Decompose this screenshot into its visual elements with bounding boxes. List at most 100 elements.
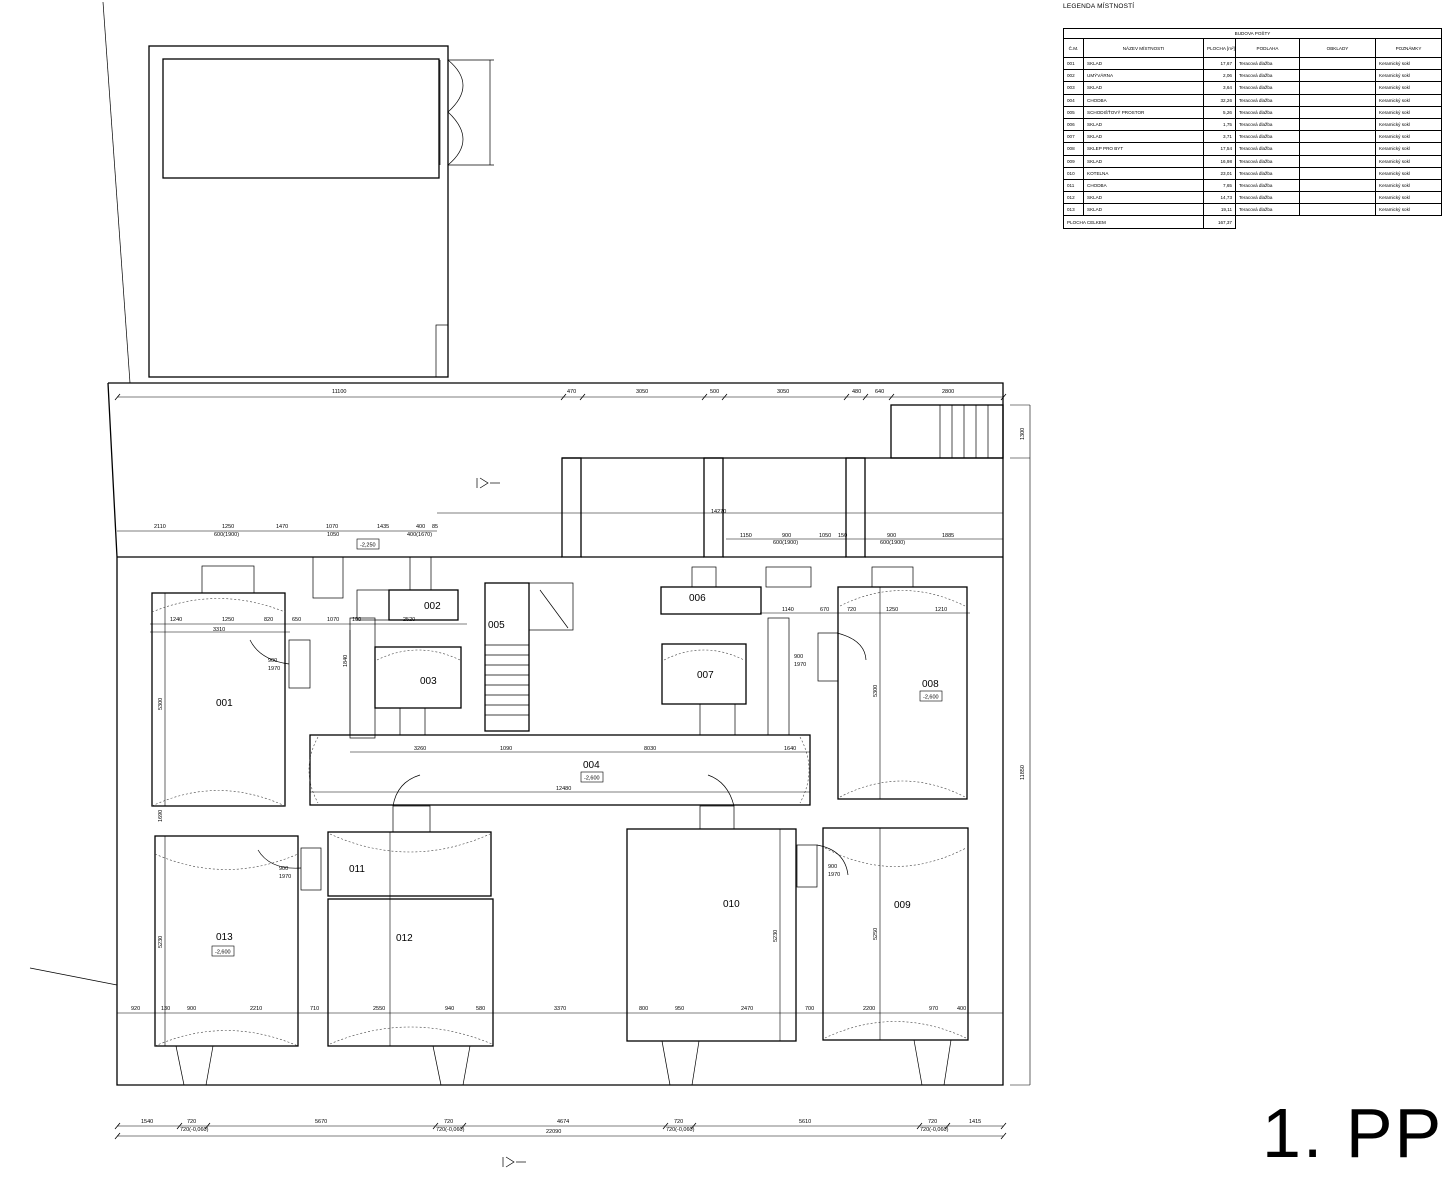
legend-cell-num: 002 <box>1063 69 1084 83</box>
dim-text: 400(1670) <box>407 532 432 538</box>
dim-text: 1300 <box>1020 428 1026 440</box>
legend-cell-floor: Teracová dlažba <box>1235 154 1300 168</box>
dim-text: 1970 <box>794 662 806 668</box>
dim-text: 5250 <box>873 928 879 940</box>
dim-text: 670 <box>820 607 829 613</box>
corridor-004 <box>308 734 811 806</box>
dim-text: 5300 <box>873 685 879 697</box>
dim-text: 1090 <box>500 746 512 752</box>
legend-cell-tiles <box>1299 191 1376 205</box>
legend-cell-area: 2,06 <box>1203 69 1236 83</box>
legend-cell-area: 17,67 <box>1203 56 1236 71</box>
legend-cell-name: SKLAD <box>1083 154 1204 168</box>
section-markers <box>476 477 526 1168</box>
dim-text: 900 <box>828 864 837 870</box>
dim-text: 11100 <box>332 389 346 395</box>
building-outline <box>107 382 1004 1086</box>
legend-cell-area: 19,11 <box>1203 203 1236 217</box>
legend-cell-note: Keramický sokl <box>1375 93 1442 107</box>
dim-text: 85 <box>432 524 438 530</box>
legend-cell-tiles <box>1299 69 1376 83</box>
legend-cell-name: SCHODIŠŤOVÝ PROSTOR <box>1083 105 1204 119</box>
legend-cell-note: Keramický sokl <box>1375 56 1442 71</box>
legend-cell-tiles <box>1299 130 1376 144</box>
garage-outline <box>148 45 494 378</box>
dim-text: 900 <box>187 1006 196 1012</box>
legend-cell-tiles <box>1299 166 1376 180</box>
legend-cell-num: 004 <box>1063 93 1084 107</box>
room-008 <box>837 586 968 800</box>
room-label-006: 006 <box>689 593 706 604</box>
dim-text: 400 <box>957 1006 966 1012</box>
room-label-002: 002 <box>424 601 441 612</box>
legend-cell-num: 013 <box>1063 203 1084 217</box>
dim-text: 1970 <box>828 872 840 878</box>
room-label-003: 003 <box>420 676 437 687</box>
room-label-009: 009 <box>894 900 911 911</box>
dim-text: 580 <box>476 1006 485 1012</box>
dim-text: 720 <box>847 607 856 613</box>
dim-text: 1640 <box>784 746 796 752</box>
dim-text: 3310 <box>213 627 225 633</box>
room-labels: 001 002 003 004 005 006 007 008 009 010 … <box>216 593 939 944</box>
dim-text: 600(1900) <box>880 540 905 546</box>
legend-total-value: 167,37 <box>1203 215 1236 229</box>
dim-text: 900 <box>782 533 791 539</box>
legend-cell-tiles <box>1299 117 1376 132</box>
legend-cell-floor: Teracová dlažba <box>1235 142 1300 156</box>
legend-header: PODLAHA <box>1235 38 1300 58</box>
room-label-004: 004 <box>583 760 600 771</box>
legend-cell-tiles <box>1299 105 1376 119</box>
dim-text: 2470 <box>741 1006 753 1012</box>
room-legend: LEGENDA MÍSTNOSTÍ BUDOVA POŠTY Č.M. NÁZE… <box>1063 3 1443 229</box>
legend-cell-area: 23,01 <box>1203 166 1236 180</box>
legend-cell-name: UMÝVÁRNA <box>1083 69 1204 83</box>
legend-cell-area: 14,73 <box>1203 191 1236 205</box>
legend-cell-floor: Teracová dlažba <box>1235 69 1300 83</box>
room-012 <box>327 898 494 1047</box>
legend-cell-num: 008 <box>1063 142 1084 156</box>
dim-text: 720(-0,060) <box>666 1127 695 1133</box>
level-markers: -2,250 -2,600 -2,600 -2,600 <box>211 538 943 957</box>
legend-cell-name: SKLAD <box>1083 117 1204 132</box>
dim-text: 820 <box>264 617 273 623</box>
dim-text: 1540 <box>141 1119 153 1125</box>
legend-cell-area: 16,98 <box>1203 154 1236 168</box>
dim-text: 2520 <box>403 617 415 623</box>
dim-text: 3050 <box>777 389 789 395</box>
legend-cell-note: Keramický sokl <box>1375 203 1442 217</box>
legend-cell-name: SKLAD <box>1083 56 1204 71</box>
legend-header: NÁZEV MÍSTNOSTI <box>1083 38 1204 58</box>
legend-cell-area: 32,26 <box>1203 93 1236 107</box>
legend-cell-tiles <box>1299 203 1376 217</box>
dim-text: 900 <box>794 654 803 660</box>
dim-text: 5610 <box>799 1119 811 1125</box>
dim-text: 1070 <box>326 524 338 530</box>
legend-cell-floor: Teracová dlažba <box>1235 130 1300 144</box>
legend-cell-floor: Teracová dlažba <box>1235 117 1300 132</box>
dim-text: 130 <box>161 1006 170 1012</box>
dim-text: 5670 <box>315 1119 327 1125</box>
legend-header: Č.M. <box>1063 38 1084 58</box>
site-boundary <box>29 1 131 986</box>
legend-cell-tiles <box>1299 93 1376 107</box>
legend-cell-tiles <box>1299 154 1376 168</box>
legend-cell-note: Keramický sokl <box>1375 130 1442 144</box>
floor-level-label: 1. PP <box>1262 1094 1444 1172</box>
legend-cell-note: Keramický sokl <box>1375 154 1442 168</box>
dim-text: 900 <box>268 658 277 664</box>
level-004: -2,600 <box>584 776 600 782</box>
dim-text: 650 <box>292 617 301 623</box>
dim-text: 2200 <box>863 1006 875 1012</box>
legend-cell-area: 5,26 <box>1203 105 1236 119</box>
dim-text: 2800 <box>942 389 954 395</box>
legend-cell-num: 003 <box>1063 81 1084 95</box>
dim-text: 500 <box>710 389 719 395</box>
